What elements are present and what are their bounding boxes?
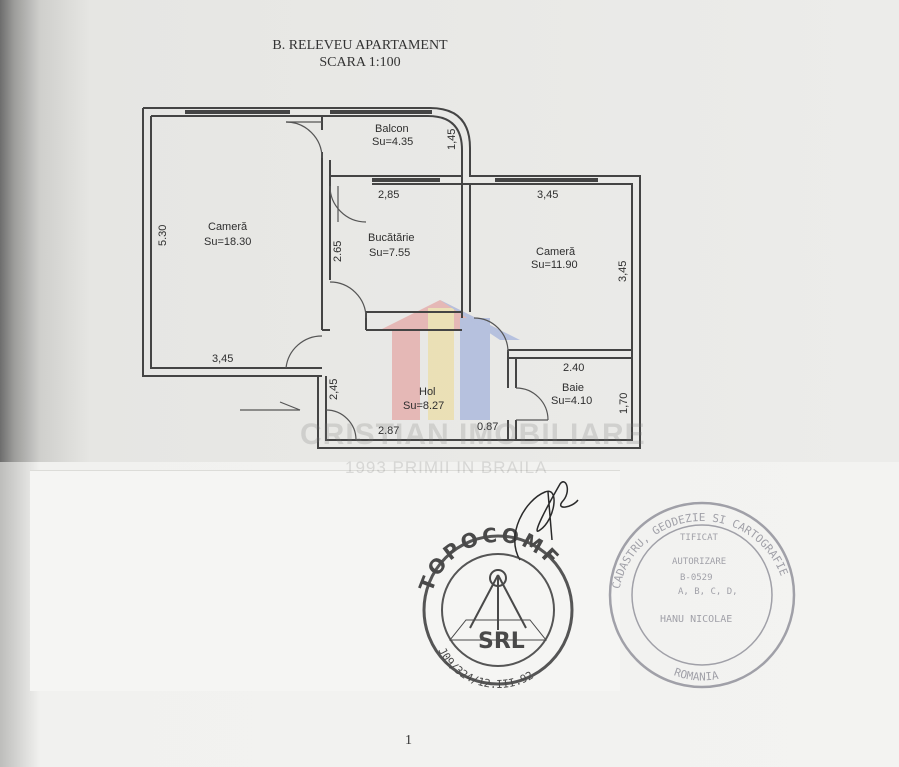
certificate-stamp-country: ROMANIA bbox=[672, 666, 719, 684]
outer-walls bbox=[142, 107, 641, 449]
dim-small-room-height: 3,45 bbox=[617, 261, 629, 282]
dimension-labels: 5.30 3,45 1,45 2,85 2.65 3,45 3,45 2.40 … bbox=[157, 129, 630, 437]
balcon-area: Su=4.35 bbox=[372, 136, 413, 148]
dim-kitchen-height: 2.65 bbox=[332, 241, 344, 262]
watermark-tagline: 1993 PRIMII IN BRAILA bbox=[345, 458, 548, 477]
svg-text:TOPOCOMF: TOPOCOMF bbox=[414, 523, 566, 595]
certificate-stamp-line3: B-0529 bbox=[680, 573, 713, 583]
dim-hall-depth: 2,45 bbox=[328, 379, 340, 400]
camera-small-area: Su=11.90 bbox=[531, 259, 578, 271]
hol-area: Su=8.27 bbox=[403, 400, 444, 412]
camera-large-area: Su=18.30 bbox=[204, 236, 251, 248]
dim-balcon-depth: 1,45 bbox=[446, 129, 458, 150]
dim-bath-width: 2.40 bbox=[563, 362, 584, 374]
document-scale: SCARA 1:100 bbox=[319, 55, 401, 70]
dim-bath-height: 1,70 bbox=[618, 393, 630, 414]
company-stamp: TOPOCOMF J09/324/12.III.92 SRL bbox=[414, 523, 574, 691]
windows bbox=[185, 110, 598, 182]
dim-large-room-height: 5.30 bbox=[157, 225, 169, 246]
certificate-stamp-name: HANU NICOLAE bbox=[660, 614, 732, 625]
company-stamp-name: TOPOCOMF bbox=[414, 523, 563, 595]
dim-kitchen-width: 2,85 bbox=[378, 189, 399, 201]
balcon-name: Balcon bbox=[375, 123, 409, 135]
bucatarie-name: Bucătărie bbox=[368, 232, 414, 244]
interior-walls bbox=[321, 116, 632, 440]
baie-name: Baie bbox=[562, 382, 584, 394]
dim-small-room-width: 3,45 bbox=[537, 189, 558, 201]
dim-large-room-width: 3,45 bbox=[212, 353, 233, 365]
page-number: 1 bbox=[405, 733, 412, 748]
certificate-stamp: CADASTRU, GEODEZIE SI CARTOGRAFIE ROMANI… bbox=[608, 501, 796, 689]
camera-small-name: Cameră bbox=[536, 246, 576, 258]
dim-hall-width: 2.87 bbox=[378, 425, 399, 437]
signature bbox=[514, 481, 579, 561]
baie-area: Su=4.10 bbox=[551, 395, 592, 407]
document-title: B. RELEVEU APARTAMENT bbox=[272, 38, 448, 53]
certificate-stamp-line1: TIFICAT bbox=[680, 533, 719, 543]
watermark-company-name: CRISTIAN IMOBILIARE bbox=[300, 418, 646, 451]
door-swings bbox=[240, 121, 549, 441]
svg-text:ROMANIA: ROMANIA bbox=[672, 666, 719, 684]
company-stamp-center: SRL bbox=[478, 629, 525, 654]
watermark-logo bbox=[380, 300, 520, 420]
room-labels: Balcon Su=4.35 Cameră Su=18.30 Bucătărie… bbox=[204, 123, 592, 412]
inner-paper-sheet bbox=[30, 470, 620, 691]
certificate-stamp-line4: A, B, C, D, bbox=[678, 587, 738, 597]
hol-name: Hol bbox=[419, 386, 436, 398]
certificate-stamp-line2: AUTORIZARE bbox=[672, 557, 726, 567]
bucatarie-area: Su=7.55 bbox=[369, 247, 410, 259]
dim-passage-width: 0.87 bbox=[477, 421, 498, 433]
camera-large-name: Cameră bbox=[208, 221, 248, 233]
